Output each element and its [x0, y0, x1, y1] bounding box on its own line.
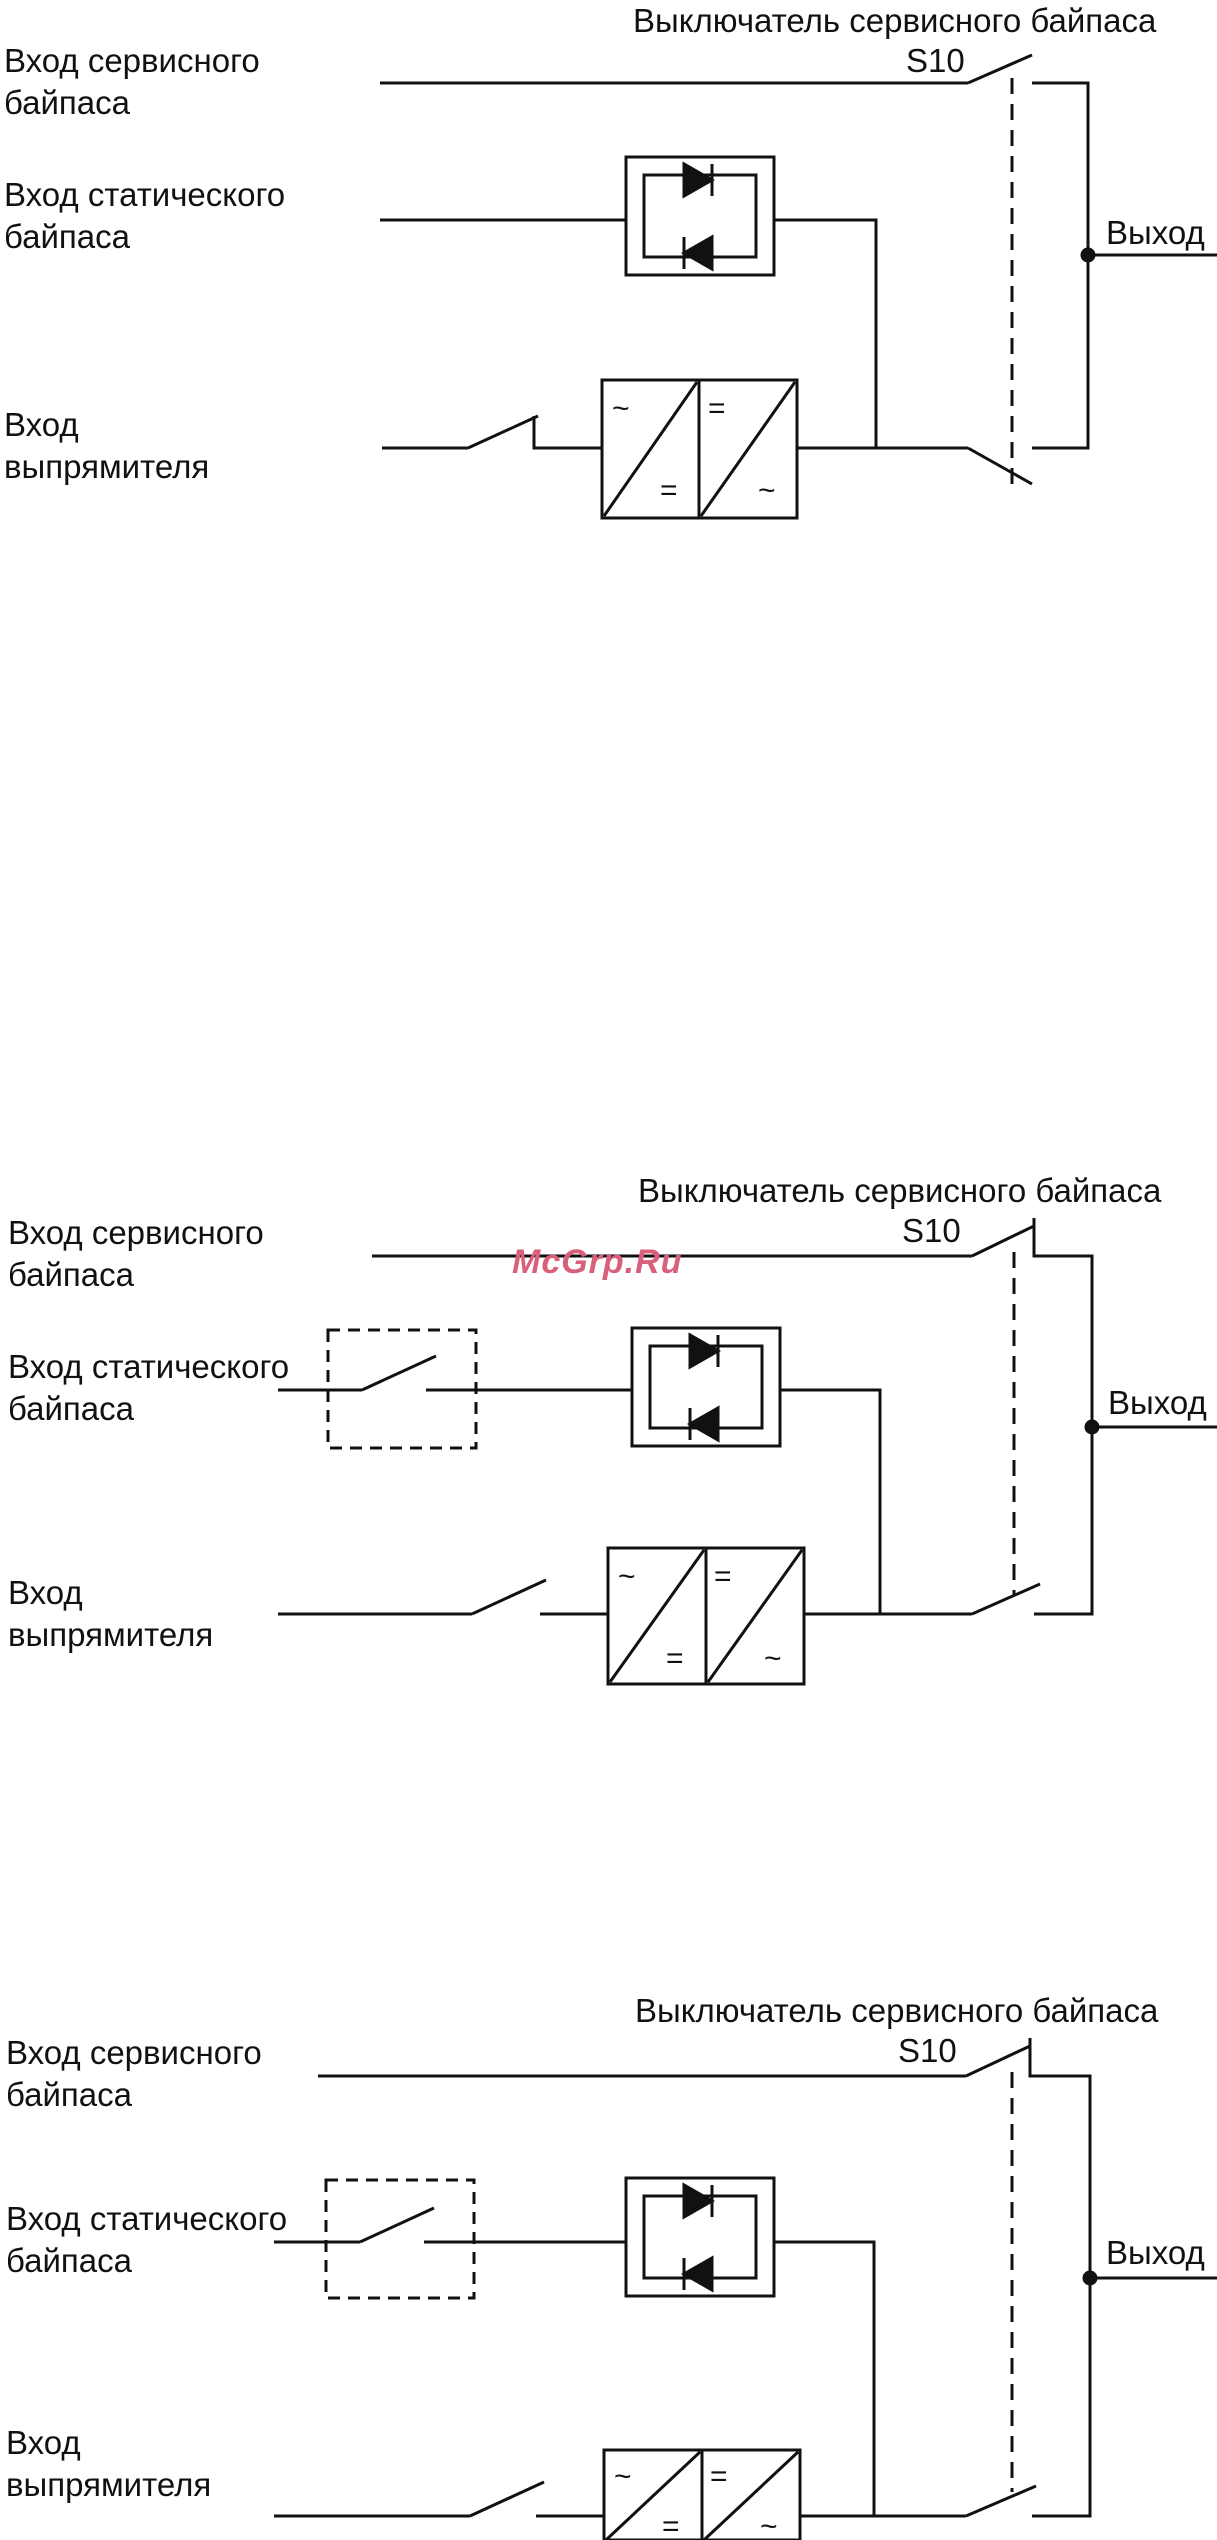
ups-diagram-3: ~ = = ~ Выключатель сервисного байпаса S… — [0, 1980, 1217, 2540]
static-bypass-breaker-blade — [361, 1354, 437, 1392]
s10-upper-blade — [967, 53, 1033, 85]
rectifier-input-switch — [469, 2480, 545, 2518]
switch-id: S10 — [902, 1212, 961, 1249]
output-junction — [1084, 1419, 1100, 1435]
dc-symbol: = — [660, 474, 678, 507]
dc-symbol: = — [666, 1642, 684, 1675]
service-bypass-input-label: Вход сервисного байпаса — [8, 1214, 264, 1293]
s10-lower-blade — [967, 446, 1033, 486]
static-bypass-input-label: Вход статического байпаса — [6, 2200, 288, 2279]
s10-lower-blade — [965, 2484, 1037, 2518]
s10-lower-blade — [971, 1582, 1041, 1616]
output-junction — [1082, 2270, 1098, 2286]
thyristor-forward-icon — [682, 2182, 716, 2220]
service-bypass-switch-title: Выключатель сервисного байпаса — [633, 2, 1157, 39]
static-to-output-line — [780, 1388, 882, 1614]
ac-symbol: ~ — [618, 1560, 636, 1593]
service-bypass-switch-title: Выключатель сервисного байпаса — [638, 1172, 1162, 1209]
dc-symbol: = — [708, 392, 726, 425]
inverter-diagonal — [702, 2450, 800, 2540]
rectifier-input-label: Вход выпрямителя — [6, 2424, 212, 2503]
output-bus — [1032, 81, 1090, 450]
thyristor-forward-icon — [682, 161, 716, 199]
s10-upper-blade — [971, 1224, 1035, 1258]
static-bypass-input-label: Вход статического байпаса — [8, 1348, 290, 1427]
static-switch-box — [624, 155, 776, 277]
ac-symbol: ~ — [612, 392, 630, 425]
ac-symbol: ~ — [764, 1642, 782, 1675]
static-bypass-input-label: Вход статического байпаса — [4, 176, 286, 255]
output-bus — [1028, 2038, 1092, 2518]
inverter-diagonal — [706, 1549, 804, 1683]
ups-diagram-2: ~ = = ~ Выключатель сервисного байпаса S… — [0, 1160, 1217, 1720]
dc-symbol: = — [710, 2460, 728, 2493]
switch-id: S10 — [906, 42, 965, 79]
service-bypass-input-label: Вход сервисного байпаса — [6, 2034, 262, 2113]
output-label: Выход — [1106, 2234, 1205, 2271]
schematic-2: ~ = = ~ — [278, 1218, 1217, 1686]
static-to-output-line — [774, 218, 878, 448]
static-switch-box — [624, 2176, 776, 2298]
schematic-3: ~ = = ~ — [274, 2038, 1217, 2540]
ac-symbol: ~ — [614, 2460, 632, 2493]
ac-symbol: ~ — [760, 2510, 778, 2540]
inverter-box — [700, 2448, 802, 2540]
rectifier-diagonal — [608, 1549, 706, 1683]
static-switch-box — [630, 1326, 782, 1448]
rectifier-input-label: Вход выпрямителя — [8, 1574, 214, 1653]
ac-symbol: ~ — [758, 474, 776, 507]
output-bus — [1032, 1218, 1094, 1616]
static-bypass-breaker-blade — [359, 2206, 435, 2244]
inverter-diagonal — [699, 381, 797, 517]
rectifier-diagonal — [604, 2450, 702, 2540]
output-label: Выход — [1106, 214, 1205, 251]
rectifier-feed — [532, 416, 602, 450]
rectifier-input-switch — [471, 1578, 547, 1616]
dc-symbol: = — [662, 2510, 680, 2540]
watermark: McGrp.Ru — [512, 1243, 683, 1281]
service-bypass-switch-title: Выключатель сервисного байпаса — [635, 1992, 1159, 2029]
s10-upper-blade — [965, 2044, 1031, 2078]
rectifier-input-switch — [467, 414, 539, 450]
rectifier-diagonal — [602, 381, 699, 517]
thyristor-reverse-icon — [680, 2255, 714, 2293]
schematic-1: ~ = = ~ — [380, 53, 1217, 520]
output-label: Выход — [1108, 1384, 1207, 1421]
service-bypass-input-label: Вход сервисного байпаса — [4, 42, 260, 121]
ups-diagram-1: ~ = = ~ Выключатель сервисного байпаса S… — [0, 0, 1217, 560]
output-junction — [1080, 247, 1096, 263]
static-bypass-breaker-enclosure — [324, 2178, 476, 2300]
rectifier-input-label: Вход выпрямителя — [4, 406, 210, 485]
thyristor-forward-icon — [688, 1332, 722, 1370]
static-to-output-line — [774, 2240, 876, 2516]
thyristor-reverse-icon — [680, 234, 714, 272]
switch-id: S10 — [898, 2032, 957, 2069]
inverter-box — [704, 1546, 806, 1686]
dc-symbol: = — [714, 1560, 732, 1593]
thyristor-reverse-icon — [686, 1405, 720, 1443]
